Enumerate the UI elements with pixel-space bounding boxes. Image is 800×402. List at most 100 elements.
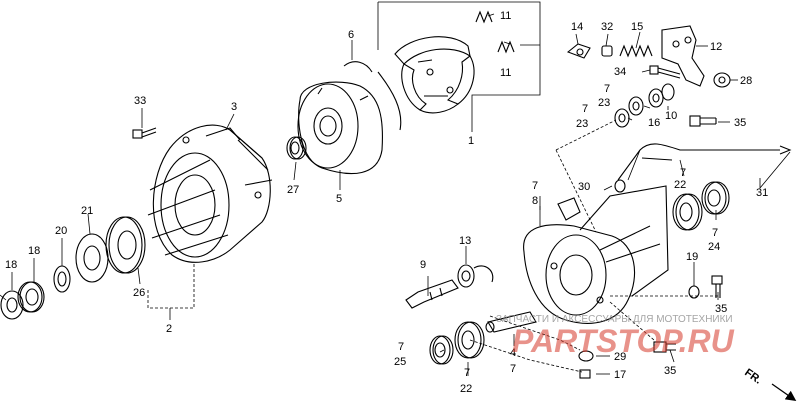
washer-10: [661, 83, 675, 101]
callout-14: 14: [571, 21, 583, 33]
wing-nut-14: [566, 43, 591, 59]
seal-13: [457, 264, 494, 288]
callout-8: 8: [532, 195, 538, 207]
bearing-26: [105, 216, 146, 274]
callout-12: 12: [710, 41, 722, 53]
oil-seal-27: [286, 136, 307, 160]
bearing-24-right: [672, 193, 703, 231]
spring-11-bottom: [497, 40, 515, 54]
nut-28: [713, 72, 731, 88]
leader-lines-top-right: [575, 31, 738, 123]
callout-29: 29: [614, 351, 626, 363]
callout-7g: 7: [464, 367, 470, 379]
front-label: FR.: [742, 367, 763, 387]
callout-35a: 35: [734, 117, 746, 129]
callout-6: 6: [348, 29, 354, 41]
spacer-20: [53, 265, 71, 293]
washer-7-23b: [614, 108, 630, 128]
leader-lines-left: [0, 108, 235, 320]
callout-4: 4: [510, 347, 516, 359]
callout-25: 25: [394, 356, 406, 368]
brake-panel-group: [523, 143, 792, 353]
callout-7c: 7: [532, 180, 538, 192]
callout-1: 1: [468, 135, 474, 147]
bolt-17: [579, 369, 591, 379]
axle-group: [405, 264, 594, 379]
callout-7e: 7: [712, 227, 718, 239]
callout-labels: 18 18 20 21 26 2 33 3 27 5 6 11 11 1 14 …: [5, 10, 768, 395]
leader-lines-bottom: [427, 119, 791, 376]
callout-17: 17: [614, 369, 626, 381]
rear-wheel-hub-3: [147, 124, 273, 263]
brake-panel-8: [523, 185, 669, 324]
bolt-35-top: [689, 115, 717, 127]
brake-shoes-1: [394, 36, 475, 114]
watermark-brand: PARTSTOP.RU: [512, 323, 735, 359]
brake-arm-12: [661, 25, 705, 87]
callout-15: 15: [631, 21, 643, 33]
leader-lines-middle: [293, 1, 541, 190]
callout-30: 30: [578, 181, 590, 193]
callout-9: 9: [420, 259, 426, 271]
callout-2: 2: [166, 323, 172, 335]
wheel-hub-group: [0, 124, 273, 320]
brake-arm-group: [566, 25, 731, 128]
seal-16: [648, 88, 664, 108]
callout-34: 34: [614, 66, 626, 78]
callout-10: 10: [665, 110, 677, 122]
watermark: ЗАПЧАСТИ И АКСЕССУАРЫ ДЛЯ МОТОТЕХНИКИ PA…: [496, 314, 735, 359]
callout-31: 31: [756, 187, 768, 199]
front-arrow-icon: [771, 383, 797, 401]
callout-7d: 7: [680, 167, 686, 179]
callout-5: 5: [336, 193, 342, 205]
callout-7b: 7: [582, 103, 588, 115]
callout-13: 13: [459, 235, 471, 247]
callout-35b: 35: [715, 303, 727, 315]
callout-7a: 7: [604, 83, 610, 95]
callout-32: 32: [601, 21, 613, 33]
brake-drum-group: [286, 10, 515, 175]
callout-16: 16: [648, 117, 660, 129]
spring-15: [619, 44, 653, 58]
watermark-tagline: ЗАПЧАСТИ И АКСЕССУАРЫ ДЛЯ МОТОТЕХНИКИ: [496, 314, 733, 325]
callout-24: 24: [708, 241, 720, 253]
oil-seal-22-right: [701, 181, 730, 215]
bolt-33: [132, 127, 157, 139]
bearing-22-bottom: [454, 321, 485, 359]
spring-11-top: [475, 10, 493, 24]
brake-panel-5: [297, 81, 383, 175]
callout-22b: 22: [460, 383, 472, 395]
callout-18: 18: [5, 259, 17, 271]
callout-33: 33: [134, 95, 146, 107]
callout-28: 28: [740, 75, 752, 87]
callout-20: 20: [55, 225, 67, 237]
oil-seal-25: [429, 335, 454, 365]
bolt-35-bottom: [653, 341, 676, 353]
callout-26: 26: [133, 287, 145, 299]
nut-29: [578, 350, 594, 362]
spring-wire-6: [343, 61, 402, 131]
callout-22a: 22: [674, 179, 686, 191]
bolt-34: [649, 65, 681, 79]
callout-11b: 11: [500, 67, 511, 79]
spacer-4: [485, 311, 537, 333]
callout-7h: 7: [510, 363, 516, 375]
washer-7-23: [628, 96, 644, 116]
bearing-18: [17, 281, 45, 313]
callout-21: 21: [81, 205, 93, 217]
pin-32: [601, 45, 613, 57]
callout-11a: 11: [500, 10, 511, 22]
callout-19: 19: [686, 251, 698, 263]
callout-18b: 18: [28, 245, 40, 257]
callout-23a: 23: [598, 97, 610, 109]
front-direction-indicator: FR.: [742, 367, 797, 401]
callout-7f: 7: [398, 341, 404, 353]
collar-30: [614, 179, 626, 193]
seal-18-left: [0, 290, 24, 320]
camshaft-9: [405, 279, 459, 309]
callout-35c: 35: [664, 365, 676, 377]
callout-27: 27: [287, 184, 299, 196]
washer-21: [75, 233, 109, 283]
callout-23b: 23: [576, 118, 588, 130]
